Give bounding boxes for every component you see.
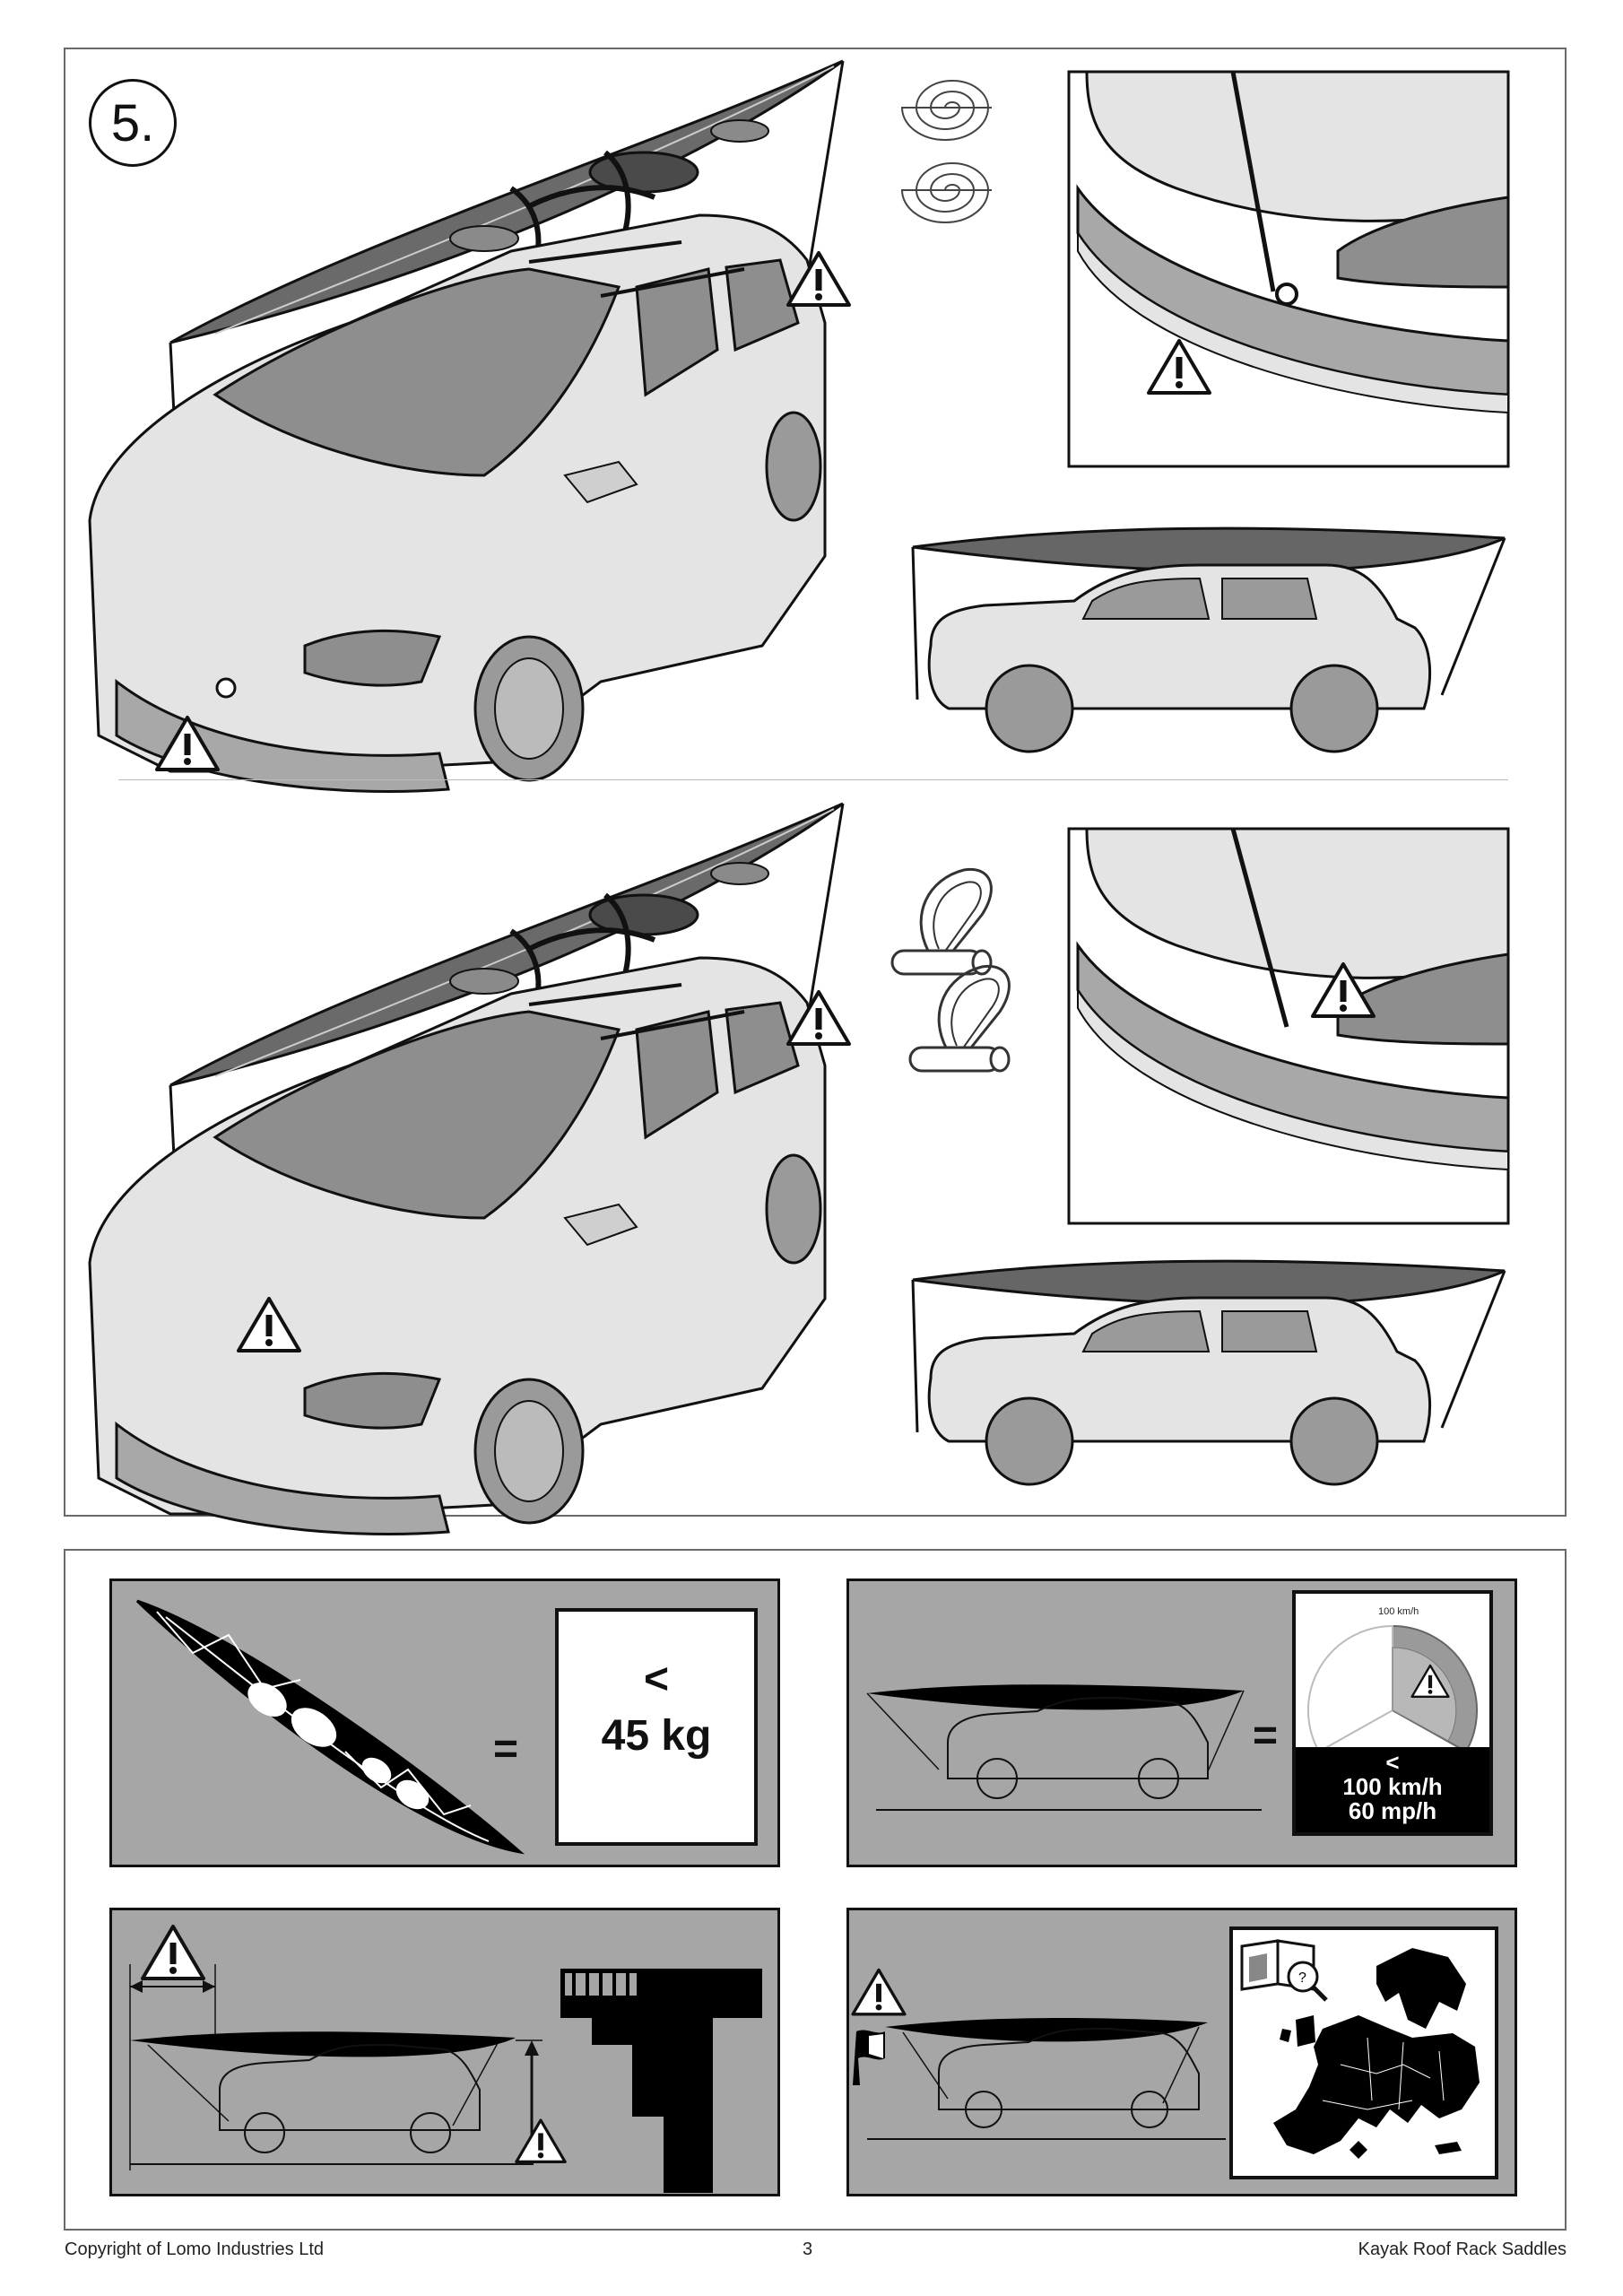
spiral-rope-icon bbox=[901, 80, 993, 223]
gauge-100-label: 100 km/h bbox=[1378, 1606, 1419, 1617]
tow-eye-icon bbox=[215, 677, 237, 699]
speed-limit-label: < 100 km/h 60 mp/h bbox=[1296, 1747, 1489, 1832]
bumper-closeup-1 bbox=[1067, 70, 1510, 468]
max-speed-kmh: 100 km/h bbox=[1342, 1773, 1443, 1800]
height-clearance-panel bbox=[109, 1908, 780, 2196]
max-speed-mph: 60 mp/h bbox=[1348, 1797, 1437, 1824]
footer-copyright: Copyright of Lomo Industries Ltd bbox=[65, 2239, 325, 2259]
less-than-sign: < bbox=[643, 1656, 670, 1703]
car-kayak-illustration-1 bbox=[90, 61, 843, 792]
equals-sign: = bbox=[493, 1726, 519, 1773]
weight-limit-box: < 45 kg bbox=[555, 1608, 758, 1846]
flag-car-illustration bbox=[851, 1968, 1226, 2140]
svg-text:?: ? bbox=[1298, 1970, 1306, 1986]
equals-sign: = bbox=[1253, 1712, 1279, 1760]
t-bar-strap-icon bbox=[890, 867, 1011, 1073]
speedometer-icon bbox=[1306, 1624, 1479, 1753]
speed-limit-box: 100 km/h 0 < 100 km/h 60 mp/h bbox=[1292, 1590, 1493, 1836]
speed-limit-panel: = 100 km/h 0 < 100 km/h 60 mp/h bbox=[846, 1578, 1517, 1867]
footer-product-name: Kayak Roof Rack Saddles bbox=[1358, 2239, 1567, 2259]
step-number: 5. bbox=[89, 79, 177, 167]
max-load-value: 45 kg bbox=[601, 1712, 712, 1760]
footer-page-number: 3 bbox=[803, 2239, 813, 2259]
europe-map-icon bbox=[1273, 1948, 1480, 2159]
car-side-illustration-2 bbox=[911, 1259, 1506, 1486]
europe-map-box: ? bbox=[1229, 1926, 1498, 2179]
car-kayak-illustration-2 bbox=[90, 804, 843, 1535]
step-number-text: 5. bbox=[110, 93, 155, 152]
clearance-illustration bbox=[129, 1925, 567, 2170]
car-side-illustration-1 bbox=[911, 526, 1506, 753]
bridge-icon bbox=[560, 1969, 762, 2193]
regulations-panel: ? bbox=[846, 1908, 1517, 2196]
manual-icon: ? bbox=[1240, 1939, 1328, 2002]
section-divider bbox=[118, 779, 1508, 780]
car-kayak-side-icon bbox=[866, 1684, 1262, 1811]
kayak-top-icon bbox=[135, 1599, 525, 1855]
weight-limit-panel: = < 45 kg bbox=[109, 1578, 780, 1867]
less-than-sign: < bbox=[1385, 1749, 1400, 1776]
